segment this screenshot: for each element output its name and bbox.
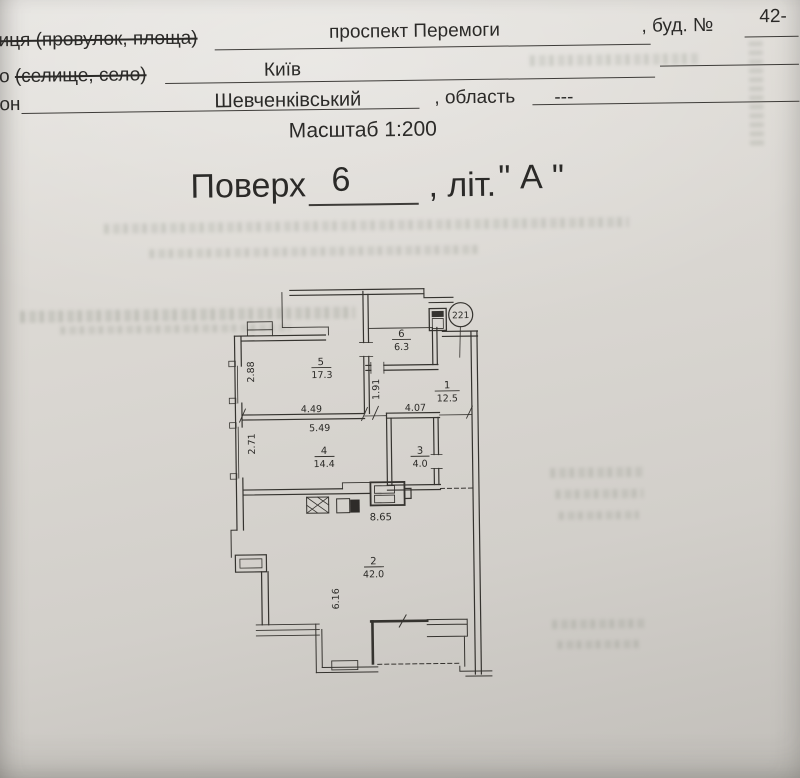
dimension-label: 8.65 [370, 512, 392, 523]
room-label-fraction-lines [311, 338, 460, 568]
dashed-boundary [377, 662, 461, 665]
dimension-label: 2.88 [246, 361, 257, 382]
city-underline-right [659, 63, 799, 67]
bleed-through-text [550, 466, 646, 479]
bleed-through-text [149, 244, 480, 259]
city-value: Київ [263, 59, 302, 81]
unit-number: 221 [452, 311, 469, 321]
city-label: о (селище, село) [0, 64, 147, 88]
letter-value: " А " [498, 157, 565, 197]
street-label: иця (провулок, площа) [0, 27, 198, 52]
kitchen-stove-icon [306, 496, 330, 514]
window-sill [228, 360, 238, 480]
scale-label: Масштаб 1:200 [288, 117, 438, 143]
building-label: , буд. № [641, 14, 714, 37]
building-value: 42- [759, 6, 787, 28]
bleed-through-text [529, 53, 700, 67]
floor-plan-drawing: 221 5 17.3 6 6.3 1 12.5 4 14.4 3 4.0 2 4… [228, 288, 493, 677]
bleed-through-text [557, 639, 643, 649]
room-labels: 5 17.3 6 6.3 1 12.5 4 14.4 3 4.0 2 42.0 [311, 329, 458, 581]
dimension-tick [465, 405, 473, 419]
door-opening [359, 341, 374, 357]
room-number: 3 [417, 446, 424, 457]
room-area: 12.5 [437, 393, 458, 404]
bleed-through-text [558, 510, 639, 520]
room-area: 17.3 [311, 370, 332, 381]
floor-underline [308, 202, 419, 207]
dimension-labels: 2.88 2.71 1.91 6.16 4.49 5.49 4.07 8.65 [246, 361, 426, 609]
dimension-tick [238, 405, 379, 423]
vent-shaft-icon [369, 481, 412, 507]
room-area: 4.0 [413, 459, 428, 470]
room-area: 6.3 [394, 342, 409, 353]
unit-circle [448, 302, 474, 358]
dimension-label: 6.16 [331, 588, 342, 609]
room-number: 4 [321, 446, 328, 457]
city-underline [165, 76, 656, 85]
dimension-label: 2.71 [247, 433, 258, 454]
walls [228, 288, 493, 677]
oblast-value: --- [554, 86, 574, 108]
district-label: он [0, 93, 21, 116]
kitchen-counter-icon [350, 499, 360, 513]
room-number: 5 [318, 357, 325, 368]
bleed-through-text [103, 216, 630, 234]
room-area: 42.0 [363, 569, 384, 580]
bleed-through-text [555, 488, 644, 499]
dimension-label: 4.07 [405, 403, 426, 414]
dimension-label: 1.91 [371, 379, 382, 400]
room-number: 2 [370, 556, 377, 567]
street-underline [214, 43, 651, 51]
street-value: проспект Перемоги [328, 19, 501, 43]
room-area: 14.4 [313, 459, 334, 470]
door-opening [370, 361, 385, 374]
room-number: 1 [444, 380, 451, 391]
dimension-tick [398, 614, 407, 628]
letter-label: , літ. [428, 165, 497, 205]
bleed-through-text [748, 40, 765, 146]
bold-wall [371, 620, 375, 665]
vent-shaft-icon [428, 307, 448, 332]
dimension-label: 4.49 [301, 404, 322, 415]
bleed-through-text [552, 618, 645, 630]
floor-value: 6 [331, 160, 351, 199]
bold-wall [369, 619, 429, 623]
dimension-label: 5.49 [309, 423, 330, 434]
window [236, 365, 240, 479]
building-underline [744, 35, 799, 38]
room-number: 6 [398, 329, 405, 340]
door-opening [430, 454, 443, 470]
floor-label: Поверх [190, 166, 307, 206]
kitchen-sink-icon [336, 498, 351, 514]
oblast-label: , область [434, 86, 516, 109]
